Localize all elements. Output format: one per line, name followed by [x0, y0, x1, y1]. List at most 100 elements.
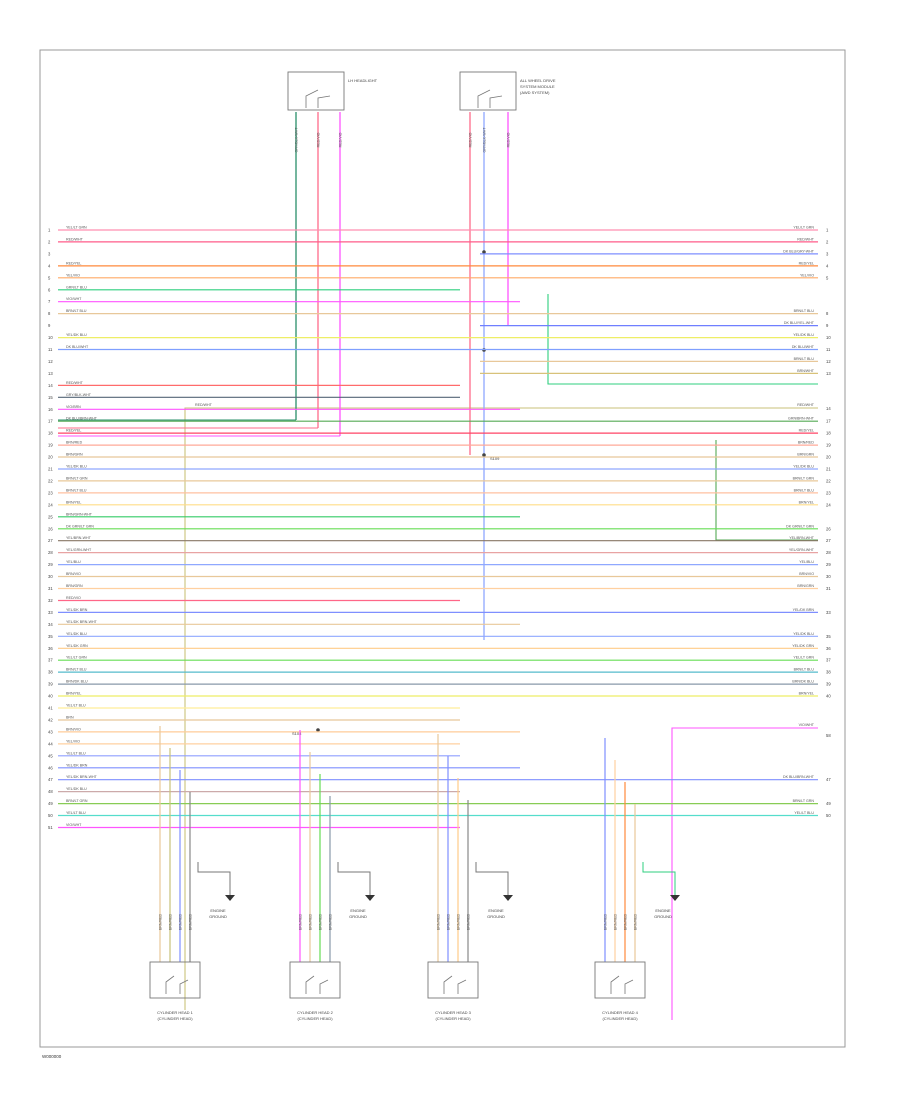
wire-number-left: 21: [48, 467, 53, 472]
wire-number-left: 40: [48, 694, 53, 699]
wire-number-left: 20: [48, 455, 53, 460]
wire-label-right: BRN/WHT: [797, 369, 815, 373]
ground-label: GROUND: [487, 914, 505, 919]
switch-icon: [477, 89, 503, 108]
drop-wire-label: BRN/RED: [309, 914, 313, 931]
wire-number-right: 35: [826, 634, 831, 639]
ground-wire: [475, 862, 509, 895]
wire-label-right: YEL/GRN-WHT: [789, 548, 815, 552]
wire-label-left: YEL/LT BLU: [66, 704, 86, 708]
wire-extra-label-right-2: VIO/WHT: [799, 723, 815, 727]
wire-label-right: BRN/YEL: [799, 500, 814, 504]
wire-label-left: BRN/YEL: [66, 500, 81, 504]
wire-label-left: YEL/DK BRN-WHT: [66, 775, 98, 779]
ground-icon: [503, 895, 513, 901]
wire-label-left: VIO/WHT: [66, 297, 82, 301]
pin-label: RED/VIO: [339, 132, 343, 147]
wire-number-left: 50: [48, 813, 53, 818]
wire-number-left: 1: [48, 228, 51, 233]
wire-number-left: 5: [48, 275, 51, 280]
wire-number-right: 2: [826, 239, 829, 244]
wire-label-right: YEL/BLU: [799, 560, 814, 564]
wire-label-left: BRN/DK BLU: [66, 680, 88, 684]
splice-label: S108: [292, 731, 302, 736]
wire-number-left: 17: [48, 419, 53, 424]
wire-label-right: BRN/LT GRN: [793, 799, 815, 803]
wire-number-right: 50: [826, 813, 831, 818]
wire-label-right: YEL/BRN-WHT: [789, 536, 815, 540]
wire-number-right: 22: [826, 478, 831, 483]
wire-number-left: 6: [48, 287, 51, 292]
top-connector-label: (AWD SYSTEM): [520, 90, 550, 95]
wire-label-left: YEL/VIO: [66, 739, 80, 743]
top-connector-box: [459, 71, 517, 111]
bottom-connector-label: (CYLINDER HEAD): [157, 1016, 193, 1021]
bottom-connector-label: (CYLINDER HEAD): [297, 1016, 333, 1021]
splice-label: S109: [490, 456, 500, 461]
drop-wire-label: BRN/RED: [457, 914, 461, 931]
ground-wire: [197, 862, 231, 895]
wire-number-left: 35: [48, 634, 53, 639]
pin-label: RED/VIO: [317, 132, 321, 147]
wire-label-left: DK GRN/LT GRN: [66, 524, 94, 528]
pin-label: GRY/BLK-WHT: [295, 127, 299, 153]
wire-label-left: YEL/DK GRN: [66, 644, 88, 648]
wire-number-right: 21: [826, 467, 831, 472]
wire-number-left: 29: [48, 562, 53, 567]
ground-wire: [337, 862, 371, 895]
wire-label-left: YEL/DK BRN: [66, 763, 88, 767]
wire-number-right: 49: [826, 801, 831, 806]
wire-extra-2: [671, 727, 818, 1020]
ground-label: GROUND: [349, 914, 367, 919]
drop-wire-label: BRN/RED: [447, 914, 451, 931]
wire-label-right: DK BLU/YEL-WHT: [784, 321, 815, 325]
wire-label-left: GRN/LT BLU: [66, 285, 87, 289]
top-connector-label: SYSTEM MODULE: [520, 84, 555, 89]
wire-label-left: BRN/LT BLU: [66, 309, 87, 313]
wire-label-left: YEL/DK BRN: [66, 608, 88, 612]
pin-label: RED/VIO: [507, 132, 511, 147]
drop-wire-label: BRN/RED: [319, 914, 323, 931]
sensor-icon: [610, 975, 634, 994]
wire-bracket-1: [547, 294, 818, 385]
wire-label-left: DK BLU/WHT: [66, 345, 89, 349]
wire-label-right: GRN/BRN-WHT: [788, 417, 815, 421]
wire-number-left: 16: [48, 407, 53, 412]
wire-number-left: 12: [48, 359, 53, 364]
bottom-connector-label: CYLINDER HEAD 1: [157, 1010, 194, 1015]
wire-label-left: YEL/DK BLU: [66, 333, 87, 337]
wire-number-left: 3: [48, 251, 51, 256]
wire-label-left: YEL/BRN-WHT: [66, 536, 92, 540]
wire-number-right: 8: [826, 311, 829, 316]
ground-label: ENGINE: [655, 908, 671, 913]
wire-label-left: RED/WHT: [66, 237, 84, 241]
wire-label-right: BRN/GRN: [797, 453, 814, 457]
bottom-connector-box: [289, 961, 341, 999]
wire-label-right: YEL/LT BLU: [794, 811, 814, 815]
wire-label-left: BRN/RED: [66, 441, 83, 445]
wire-label-left: BRN/YEL: [66, 692, 81, 696]
wire-number-right: 29: [826, 562, 831, 567]
ground-label: GROUND: [654, 914, 672, 919]
wire-number-left: 18: [48, 431, 53, 436]
wire-label-left: BRN/LT GRN: [66, 476, 88, 480]
wire-number-right: 17: [826, 419, 831, 424]
drop-wire-label: BRN/RED: [634, 914, 638, 931]
wire-label-left: YEL/LT GRN: [66, 226, 87, 230]
bottom-connector-label: (CYLINDER HEAD): [602, 1016, 638, 1021]
wire-number-right: 24: [826, 502, 831, 507]
wire-label-left: VIO/WHT: [66, 823, 82, 827]
wire-number-right: 31: [826, 586, 831, 591]
wire-label-left: YEL/LT GRN: [66, 656, 87, 660]
wire-extra-number: 14: [826, 406, 831, 411]
wire-label-left: RED/YEL: [66, 429, 81, 433]
wire-label-left: BRN/VIO: [66, 727, 81, 731]
wire-number-left: 26: [48, 526, 53, 531]
wire-number-left: 27: [48, 538, 53, 543]
ground-label: ENGINE: [350, 908, 366, 913]
wire-label-right: DK BLU/GRY-WHT: [783, 249, 815, 253]
wire-number-left: 38: [48, 670, 53, 675]
wire-number-left: 19: [48, 443, 53, 448]
